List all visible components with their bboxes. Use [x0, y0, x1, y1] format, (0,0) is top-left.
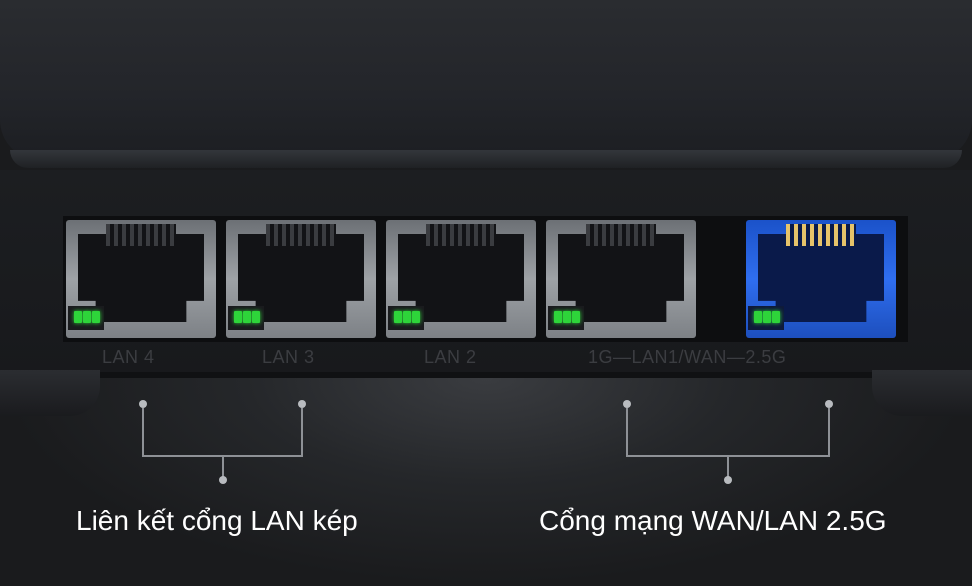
callout-dot: [623, 400, 631, 408]
router-foot-left: [0, 370, 100, 416]
port-led: [548, 306, 584, 330]
port-pins: [786, 224, 856, 246]
rear-panel-bottom-edge: [0, 372, 972, 378]
port-led: [748, 306, 784, 330]
ethernet-port-lan2: [386, 220, 536, 338]
port-led: [68, 306, 104, 330]
port-label-lan4: LAN 4: [102, 347, 155, 367]
callout-line: [142, 408, 144, 456]
ethernet-port-wan: [746, 220, 896, 338]
ethernet-port-lan1: [546, 220, 696, 338]
port-label-lan3: LAN 3: [262, 347, 315, 367]
port-pins: [426, 224, 496, 246]
callout-dot: [298, 400, 306, 408]
callout-line: [222, 455, 224, 479]
port-led: [388, 306, 424, 330]
port-label-lan1-wan: 1G—LAN1/WAN—2.5G: [588, 347, 787, 367]
callout-line: [828, 408, 830, 456]
port-pins: [266, 224, 336, 246]
port-led: [228, 306, 264, 330]
callout-line: [301, 408, 303, 456]
callout-dot: [219, 476, 227, 484]
router-foot-right: [872, 370, 972, 416]
caption-wan-lan-2-5g: Cổng mạng WAN/LAN 2.5G: [539, 505, 887, 536]
router-top-edge: [10, 150, 962, 168]
callout-dot: [825, 400, 833, 408]
router-top-shell: [0, 0, 972, 160]
callout-line: [626, 408, 628, 456]
port-label-lan2: LAN 2: [424, 347, 477, 367]
port-pins: [106, 224, 176, 246]
callout-dot: [724, 476, 732, 484]
port-pins: [586, 224, 656, 246]
ethernet-port-lan4: [66, 220, 216, 338]
ethernet-port-lan3: [226, 220, 376, 338]
callout-line: [727, 455, 729, 479]
callout-dot: [139, 400, 147, 408]
caption-dual-lan-link: Liên kết cổng LAN kép: [76, 505, 358, 536]
floor-surface: [0, 378, 972, 586]
